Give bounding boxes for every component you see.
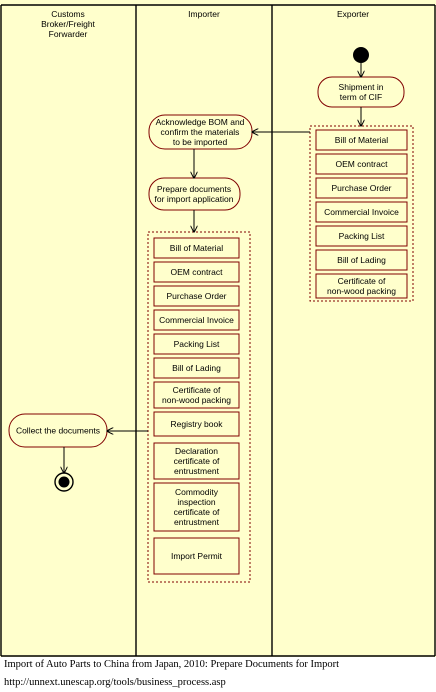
text-line: Prepare documents: [157, 184, 231, 194]
importer-doc-7: Registry book: [153, 411, 240, 437]
caption-title: Import of Auto Parts to China from Japan…: [4, 659, 340, 670]
importer-doc-1: OEM contract: [153, 261, 240, 283]
text-line: Purchase Order: [167, 291, 227, 301]
importer-doc-0: Bill of Material: [153, 237, 240, 259]
importer-doc-4: Packing List: [153, 333, 240, 355]
exporter-doc-label: Packing List: [339, 231, 385, 241]
text-line: to be imported: [173, 137, 228, 147]
text-line: entrustment: [174, 517, 220, 527]
text-line: Collect the documents: [16, 426, 100, 436]
text-line: Registry book: [171, 419, 224, 429]
start-node: [353, 47, 369, 63]
text-line: Import Permit: [171, 551, 223, 561]
importer-doc-3: Commercial Invoice: [153, 309, 240, 331]
exporter-doc-label: Bill of Lading: [337, 255, 386, 265]
text-line: non-wood packing: [327, 286, 396, 296]
text-line: Exporter: [337, 9, 369, 19]
text-line: certificate of: [174, 507, 220, 517]
text-line: Packing List: [339, 231, 385, 241]
text-line: for import application: [155, 194, 234, 204]
exporter-doc-label: Purchase Order: [332, 183, 392, 193]
importer-doc-label: Purchase Order: [167, 291, 227, 301]
text-line: entrustment: [174, 466, 220, 476]
text-line: Commercial Invoice: [324, 207, 399, 217]
text-line: Bill of Material: [170, 243, 223, 253]
exporter-doc-label: Commercial Invoice: [324, 207, 399, 217]
text-line: Acknowledge BOM and: [156, 117, 245, 127]
text-line: Commercial Invoice: [159, 315, 234, 325]
text-line: OEM contract: [336, 159, 389, 169]
text-line: Certificate of: [338, 276, 386, 286]
importer-doc-label: Commercial Invoice: [159, 315, 234, 325]
text-line: Purchase Order: [332, 183, 392, 193]
lane-title-importer: Importer: [188, 9, 220, 19]
text-line: Broker/Freight: [41, 19, 95, 29]
text-line: term of CIF: [340, 92, 383, 102]
importer-doc-2: Purchase Order: [153, 285, 240, 307]
exporter-doc-label: OEM contract: [336, 159, 389, 169]
text-line: Forwarder: [49, 29, 88, 39]
flow-arrows: [64, 63, 361, 473]
text-line: Certificate of: [173, 385, 221, 395]
text-line: Customs: [51, 9, 85, 19]
exporter-doc-2: Purchase Order: [315, 177, 408, 199]
text-line: Commodity: [175, 487, 219, 497]
importer-doc-5: Bill of Lading: [153, 357, 240, 379]
exporter-doc-1: OEM contract: [315, 153, 408, 175]
text-line: inspection: [177, 497, 216, 507]
text-line: Shipment in: [339, 82, 384, 92]
lane-header-exporter: Exporter: [337, 9, 369, 19]
importer-doc-label: Bill of Lading: [172, 363, 221, 373]
importer-doc-label: Registry book: [171, 419, 224, 429]
importer-doc-label: OEM contract: [171, 267, 224, 277]
text-line: Bill of Lading: [337, 255, 386, 265]
text-line: OEM contract: [171, 267, 224, 277]
activity-collect-text: Collect the documents: [16, 426, 100, 436]
exporter-doc-5: Bill of Lading: [315, 249, 408, 271]
text-line: Bill of Lading: [172, 363, 221, 373]
text-line: confirm the materials: [161, 127, 240, 137]
importer-doc-label: Packing List: [174, 339, 220, 349]
text-line: Importer: [188, 9, 220, 19]
text-line: certificate of: [174, 456, 220, 466]
text-line: Bill of Material: [335, 135, 388, 145]
lane-header-importer: Importer: [188, 9, 220, 19]
exporter-doc-3: Commercial Invoice: [315, 201, 408, 223]
text-line: non-wood packing: [162, 395, 231, 405]
swimlane-borders: [0, 4, 436, 657]
text-line: Declaration: [175, 446, 218, 456]
exporter-doc-label: Bill of Material: [335, 135, 388, 145]
importer-doc-label: Import Permit: [171, 551, 223, 561]
lane-title-exporter: Exporter: [337, 9, 369, 19]
importer-doc-10: Import Permit: [153, 537, 240, 575]
exporter-doc-4: Packing List: [315, 225, 408, 247]
text-line: Packing List: [174, 339, 220, 349]
caption-source-url: http://unnext.unescap.org/tools/business…: [4, 677, 226, 688]
activity-collect: Collect the documents: [8, 413, 108, 448]
exporter-doc-0: Bill of Material: [315, 129, 408, 151]
importer-doc-label: Bill of Material: [170, 243, 223, 253]
